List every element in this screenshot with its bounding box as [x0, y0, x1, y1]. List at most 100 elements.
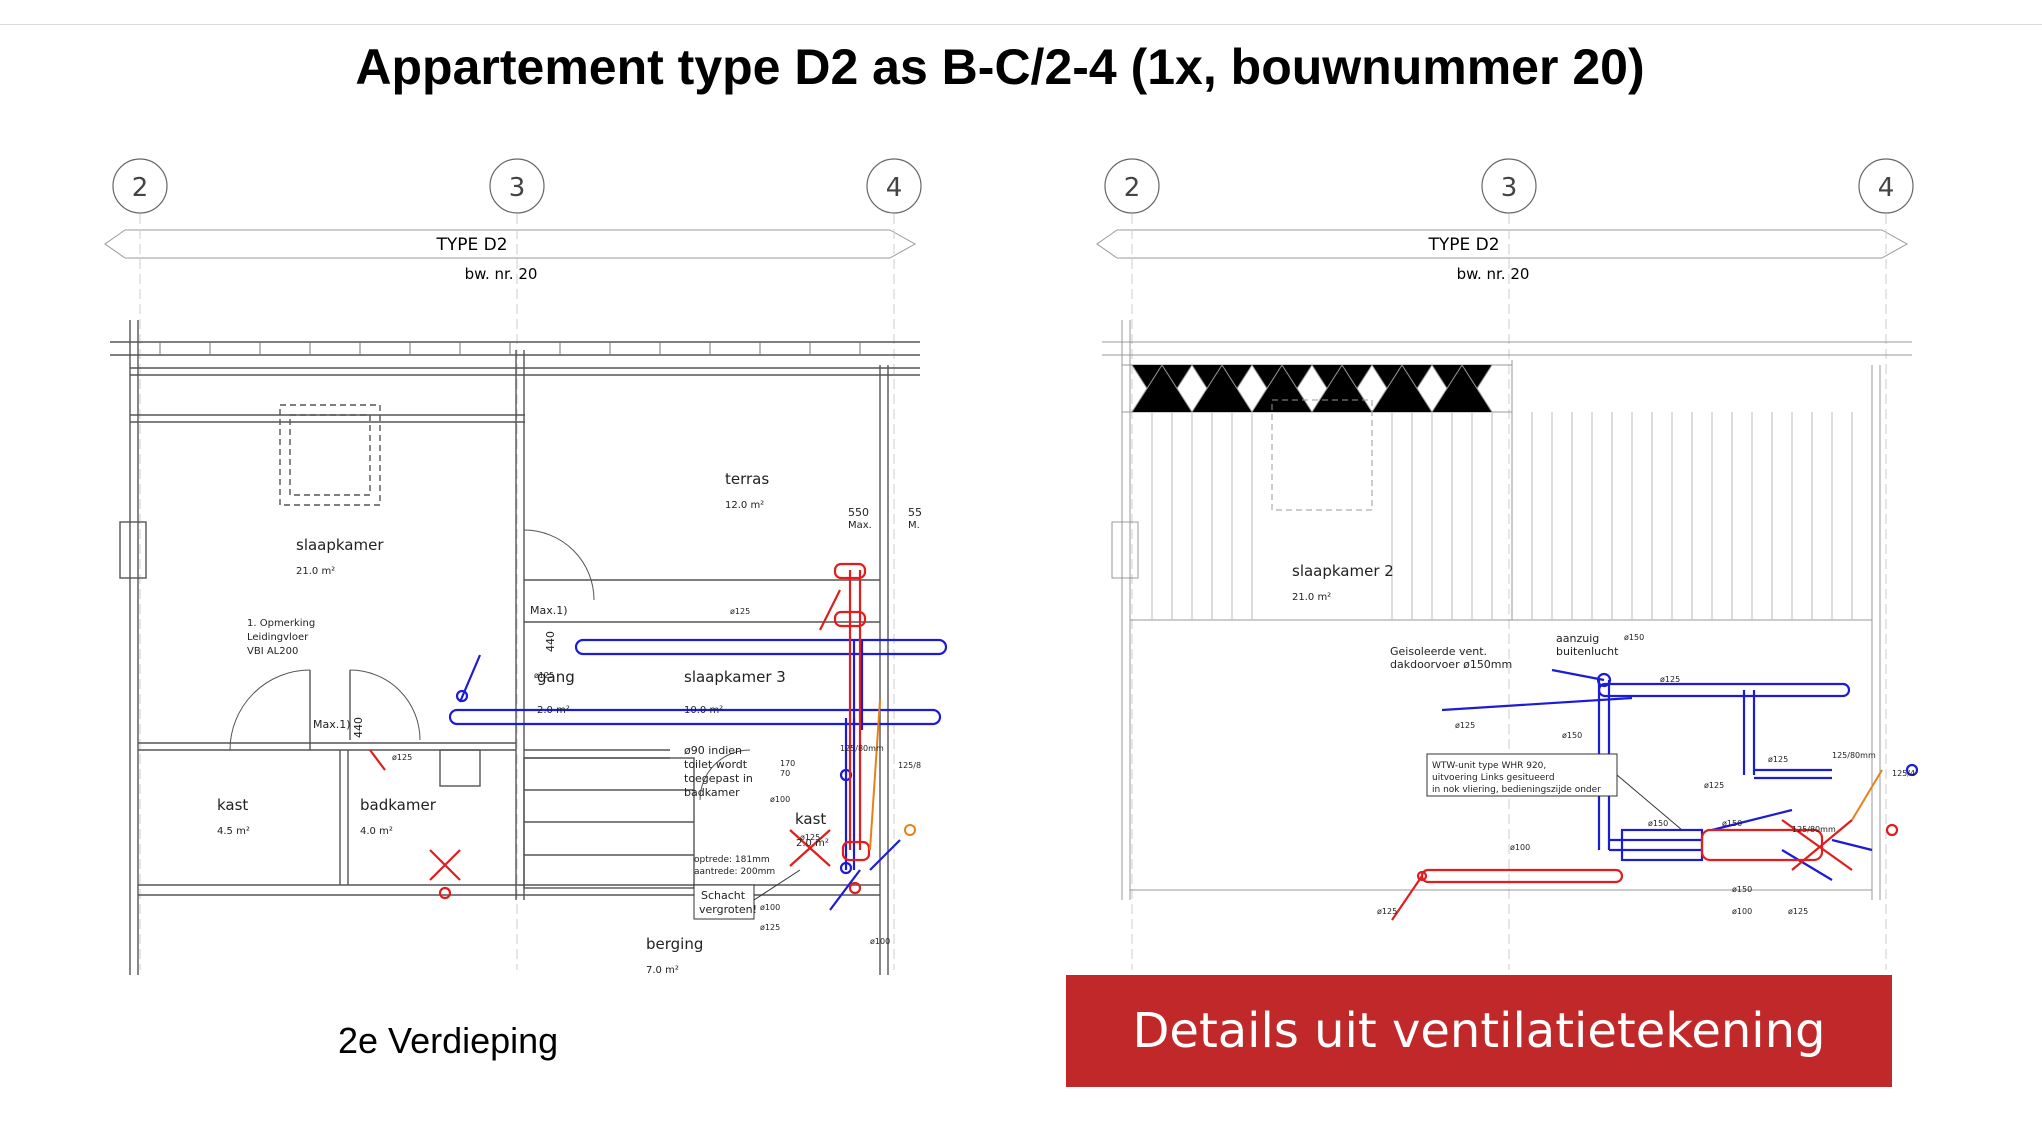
room-badkamer-area: 4.0 m²: [360, 826, 393, 837]
roof-structure: [1102, 320, 1912, 900]
bw-label: bw. nr. 20: [465, 265, 538, 283]
svg-text:440: 440: [544, 631, 557, 652]
room-gang-area: 2.0 m²: [537, 705, 570, 716]
room-kast: kast: [217, 796, 248, 814]
room-terras: terras: [725, 470, 769, 488]
svg-text:ø100: ø100: [870, 937, 890, 946]
walls: [110, 320, 920, 975]
svg-text:WTW-unit type WHR 920,: WTW-unit type WHR 920,: [1432, 761, 1546, 771]
grid-markers: [1104, 158, 1914, 214]
room-terras-area: 12.0 m²: [725, 500, 764, 511]
svg-text:ø150: ø150: [1722, 819, 1742, 828]
exhaust-ducts: [369, 562, 871, 900]
grid-label-2: 2: [1124, 173, 1141, 203]
svg-text:ø100: ø100: [1732, 907, 1752, 916]
svg-text:ø125: ø125: [760, 923, 780, 932]
plan-notes: 1. Opmerking Leidingvloer VBI AL200 Max.…: [247, 506, 922, 946]
svg-text:ø125: ø125: [1704, 781, 1724, 790]
svg-text:Max.: Max.: [848, 520, 872, 531]
svg-text:55: 55: [908, 506, 922, 519]
svg-text:dakdoorvoer ø150mm: dakdoorvoer ø150mm: [1390, 658, 1512, 671]
grid-label-4: 4: [1878, 173, 1895, 203]
svg-text:170: 170: [780, 759, 795, 768]
svg-text:1. Opmerking: 1. Opmerking: [247, 618, 315, 629]
grid-markers: [112, 158, 922, 214]
bw-label: bw. nr. 20: [1457, 265, 1530, 283]
svg-text:ø125: ø125: [730, 607, 750, 616]
room-gang: gang: [537, 668, 575, 686]
svg-text:ø100: ø100: [760, 903, 780, 912]
room-slaapkamer2: slaapkamer 2: [1292, 562, 1394, 580]
wtw-callout: WTW-unit type WHR 920, uitvoering Links …: [1426, 753, 1683, 831]
rafter-lines: [1151, 412, 1853, 620]
svg-text:Max.1): Max.1): [530, 604, 568, 617]
svg-text:Schacht: Schacht: [701, 889, 746, 902]
svg-text:toegepast in: toegepast in: [684, 772, 753, 785]
room-kast-area: 4.5 m²: [217, 826, 250, 837]
schacht-callout: Schacht vergroten!: [693, 869, 801, 920]
type-label: TYPE D2: [435, 235, 507, 255]
details-banner: Details uit ventilatietekening: [1066, 975, 1892, 1087]
svg-text:optrede: 181mm: optrede: 181mm: [694, 855, 770, 865]
svg-text:Max.1): Max.1): [313, 718, 351, 731]
svg-text:buitenlucht: buitenlucht: [1556, 645, 1619, 658]
svg-text:70: 70: [780, 769, 790, 778]
svg-text:ø90 indien: ø90 indien: [684, 744, 742, 757]
svg-text:ø150: ø150: [1732, 885, 1752, 894]
orange-ducts: [1851, 769, 1883, 821]
wall-ticks: [159, 342, 861, 355]
svg-text:ø125: ø125: [1377, 907, 1397, 916]
svg-text:badkamer: badkamer: [684, 786, 740, 799]
room-berging-area: 7.0 m²: [646, 965, 679, 976]
room-slaapkamer-area: 21.0 m²: [296, 566, 335, 577]
plan-notes: aanzuig buitenlucht ø150 Geisoleerde ven…: [1377, 632, 1915, 916]
svg-text:M.: M.: [908, 520, 920, 531]
room-slaapkamer: slaapkamer: [296, 536, 384, 554]
svg-text:ø150: ø150: [1624, 633, 1644, 642]
svg-text:in nok vliering, bedieningszij: in nok vliering, bedieningszijde onder: [1432, 785, 1601, 795]
type-label: TYPE D2: [1427, 235, 1499, 255]
svg-text:aanzuig: aanzuig: [1556, 632, 1599, 645]
room-labels: slaapkamer 2 21.0 m²: [1292, 562, 1394, 603]
svg-text:ø150: ø150: [1648, 819, 1668, 828]
top-rule: [0, 24, 2042, 25]
svg-text:vergroten!: vergroten!: [699, 903, 757, 916]
svg-text:440: 440: [352, 717, 365, 738]
room-kast2: kast: [795, 810, 826, 828]
svg-text:125/4: 125/4: [1892, 769, 1915, 778]
room-slaapkamer3-area: 10.0 m²: [684, 705, 723, 716]
svg-text:ø125: ø125: [534, 671, 554, 680]
floor-caption: 2e Verdieping: [338, 1020, 559, 1061]
svg-text:ø100: ø100: [770, 795, 790, 804]
svg-text:ø100: ø100: [1510, 843, 1530, 852]
type-band: [104, 214, 917, 970]
svg-text:VBI AL200: VBI AL200: [247, 646, 298, 657]
room-slaapkamer3: slaapkamer 3: [684, 668, 786, 686]
svg-text:ø125: ø125: [800, 833, 820, 842]
svg-text:125/80mm: 125/80mm: [840, 744, 884, 753]
svg-text:ø125: ø125: [392, 753, 412, 762]
floor-plan-left: 2 3 4 TYPE D2 bw. nr. 20: [100, 150, 948, 980]
svg-text:125/8: 125/8: [898, 761, 921, 770]
room-berging: berging: [646, 935, 703, 953]
grid-label-3: 3: [509, 173, 526, 203]
supply-ducts: [448, 638, 948, 911]
room-labels: terras 12.0 m² slaapkamer 21.0 m² gang 2…: [217, 470, 829, 976]
svg-text:ø125: ø125: [1660, 675, 1680, 684]
room-slaapkamer2-area: 21.0 m²: [1292, 592, 1331, 603]
svg-text:Geisoleerde vent.: Geisoleerde vent.: [1390, 645, 1487, 658]
orange-ducts: [869, 699, 916, 851]
svg-text:ø125: ø125: [1455, 721, 1475, 730]
svg-text:toilet wordt: toilet wordt: [684, 758, 748, 771]
room-badkamer: badkamer: [360, 796, 437, 814]
svg-text:Leidingvloer: Leidingvloer: [247, 632, 309, 643]
svg-text:550: 550: [848, 506, 869, 519]
exhaust-ducts: [1391, 819, 1899, 921]
svg-text:125/80mm: 125/80mm: [1832, 751, 1876, 760]
svg-text:ø125: ø125: [1788, 907, 1808, 916]
room-kast2-area: 2.0 m²: [796, 838, 829, 849]
svg-text:ø150: ø150: [1562, 731, 1582, 740]
type-band: [1096, 214, 1909, 970]
svg-text:uitvoering Links gesitueerd: uitvoering Links gesitueerd: [1432, 773, 1555, 783]
grid-label-3: 3: [1501, 173, 1518, 203]
